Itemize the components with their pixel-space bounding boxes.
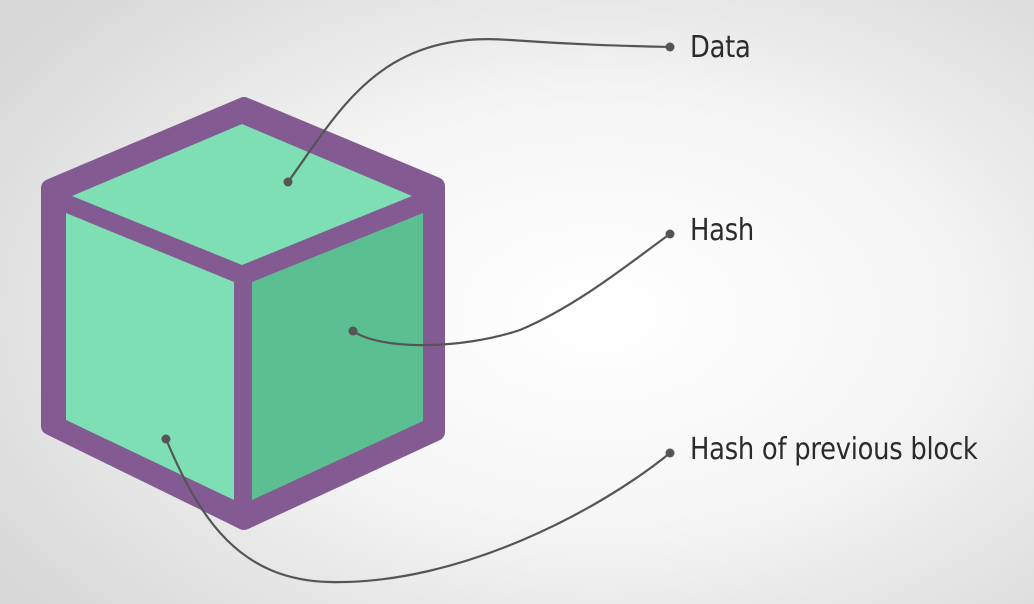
dot-data-end: [665, 42, 675, 52]
label-previous-hash: Hash of previous block: [690, 432, 978, 467]
connector-hash: [351, 232, 672, 347]
dot-data-start: [283, 177, 293, 187]
connector-dots: [161, 42, 675, 458]
dot-hash-end: [665, 229, 675, 239]
cube-left-face: [66, 213, 234, 500]
dot-previous-hash-start: [161, 434, 171, 444]
label-data: Data: [690, 30, 751, 65]
dot-hash-start: [348, 326, 358, 336]
cube-right-face: [252, 213, 423, 500]
block-cube: [41, 97, 445, 530]
connector-lines: [164, 38, 672, 584]
cube-top-face: [72, 124, 412, 265]
dot-previous-hash-end: [665, 448, 675, 458]
label-hash: Hash: [690, 213, 754, 248]
connector-previous-hash: [164, 437, 672, 584]
connector-data: [286, 38, 672, 184]
